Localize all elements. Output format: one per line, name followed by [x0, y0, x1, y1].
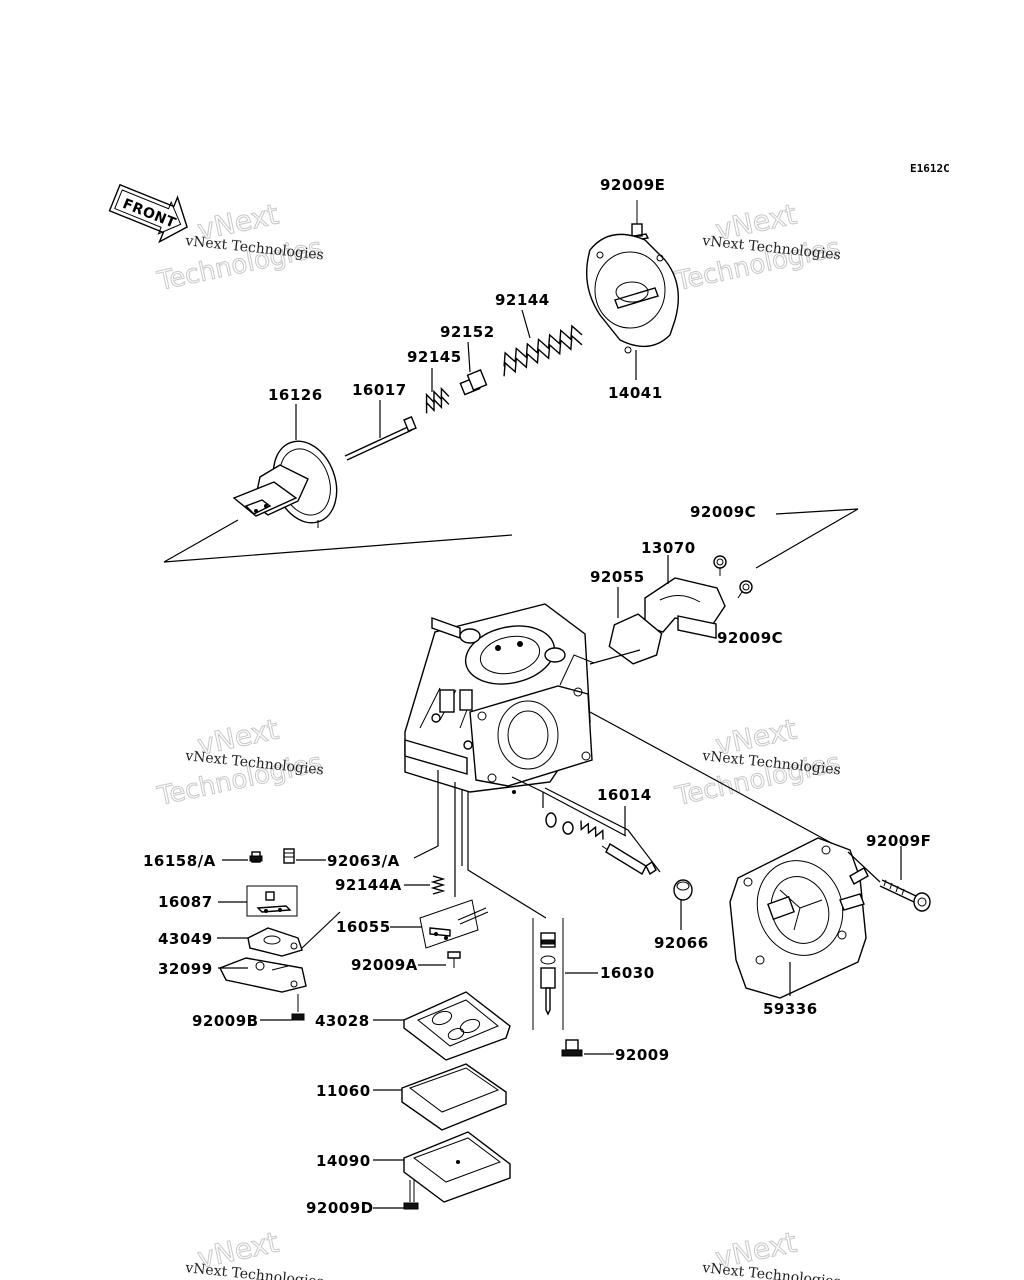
spring-92144a: [430, 875, 446, 895]
jet-92063a: [283, 848, 295, 864]
leader-body-to-59336: [589, 711, 849, 853]
label-92144A: 92144A: [335, 876, 402, 894]
label-13070: 13070: [641, 539, 696, 557]
label-59336: 59336: [763, 1000, 818, 1018]
bolt-92009f: [879, 879, 931, 912]
label-14041: 14041: [608, 384, 663, 402]
cover-14041: [585, 233, 680, 354]
box-16055: [419, 899, 489, 949]
cap-92066: [673, 879, 693, 901]
label-92009C-top: 92009C: [690, 503, 756, 521]
watermark-mid-left: vNext Technologies vNext Technologies: [154, 712, 326, 812]
fuel-pump-59336: [729, 837, 869, 999]
indicator-lines-bracket: [755, 508, 859, 569]
label-92055: 92055: [590, 568, 645, 586]
watermark-top-right: vNext Technologies vNext Technologies: [672, 197, 844, 297]
gasket-11060: [401, 1063, 507, 1131]
needle-16017: [344, 416, 417, 461]
screw-92009: [561, 1039, 583, 1057]
gasket-92055: [608, 613, 663, 665]
label-16017: 16017: [352, 381, 407, 399]
label-16087: 16087: [158, 893, 213, 911]
label-92009D: 92009D: [306, 1199, 374, 1217]
gasket-43028: [403, 991, 511, 1061]
label-92144: 92144: [495, 291, 550, 309]
jet-16158a: [249, 851, 263, 863]
screw-92009c-bottom: [737, 580, 753, 599]
label-92009C-bottom: 92009C: [717, 629, 783, 647]
carburetor-body: [404, 603, 595, 793]
label-92145: 92145: [407, 348, 462, 366]
front-arrow-icon: FRONT: [108, 183, 188, 244]
screw-92009c-top: [713, 555, 727, 576]
label-11060: 11060: [316, 1082, 371, 1100]
label-16014: 16014: [597, 786, 652, 804]
needle-valve-16030: [532, 918, 564, 1030]
plate-32099: [219, 957, 307, 993]
label-16030: 16030: [600, 964, 655, 982]
pilot-screw-16014: [512, 790, 657, 876]
spring-92145: [425, 386, 450, 414]
box-16087: [246, 885, 298, 917]
screw-92009a: [447, 951, 461, 968]
label-43028: 43028: [315, 1012, 370, 1030]
watermark-bottom-left: vNext vNext Technologies: [184, 1225, 325, 1280]
label-16126: 16126: [268, 386, 323, 404]
label-92152: 92152: [440, 323, 495, 341]
label-92009: 92009: [615, 1046, 670, 1064]
screw-92009b: [291, 994, 305, 1021]
label-92009B: 92009B: [192, 1012, 259, 1030]
screw-92009d: [403, 1180, 419, 1210]
bracket-13070: [644, 577, 726, 639]
label-43049: 43049: [158, 930, 213, 948]
diagram-code: E1612C: [910, 162, 950, 175]
diaphragm-16126: [232, 440, 338, 528]
label-92063A: 92063/A: [327, 852, 400, 870]
indicator-lines-top: [163, 519, 513, 563]
label-14090: 14090: [316, 1152, 371, 1170]
watermark-mid-right: vNext Technologies vNext Technologies: [672, 712, 844, 812]
spring-92144: [503, 324, 583, 377]
label-32099: 32099: [158, 960, 213, 978]
cover-14090: [403, 1131, 511, 1203]
gasket-43049: [247, 927, 303, 957]
label-16158A: 16158/A: [143, 852, 216, 870]
label-92009E: 92009E: [600, 176, 665, 194]
label-92009F: 92009F: [866, 832, 931, 850]
label-92009A: 92009A: [351, 956, 418, 974]
label-16055: 16055: [336, 918, 391, 936]
fitting-92152: [459, 369, 488, 396]
label-92066: 92066: [654, 934, 709, 952]
watermark-bottom-right: vNext vNext Technologies: [701, 1225, 842, 1280]
